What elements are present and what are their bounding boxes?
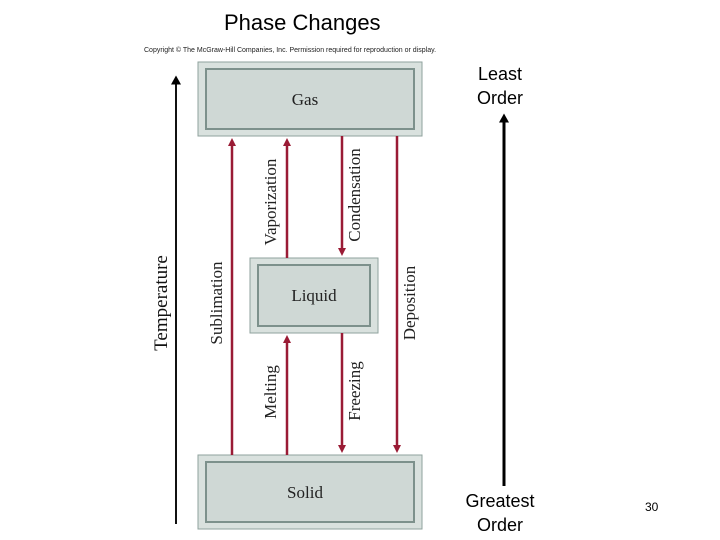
least-order-label: Least Order [460, 62, 540, 110]
greatest-order-line1: Greatest [465, 491, 535, 511]
least-order-line2: Order [476, 88, 523, 108]
temperature-axis-label: Temperature [151, 255, 172, 351]
least-order-line1: Least [477, 64, 523, 84]
sublimation-label: Sublimation [207, 261, 226, 345]
greatest-order-label: Greatest Order [452, 489, 548, 537]
slide-title: Phase Changes [224, 10, 381, 35]
melting-label: Melting [261, 365, 280, 419]
liquid-label: Liquid [291, 286, 337, 305]
solid-box: Solid [197, 454, 423, 530]
liquid-box: Liquid [249, 257, 379, 334]
gas-box: Gas [197, 61, 423, 137]
copyright-notice: Copyright © The McGraw-Hill Companies, I… [144, 47, 437, 54]
gas-label: Gas [292, 90, 318, 109]
vaporization-label: Vaporization [261, 158, 280, 245]
greatest-order-line2: Order [476, 515, 523, 535]
freezing-label: Freezing [345, 361, 364, 421]
condensation-label: Condensation [345, 148, 364, 242]
page-number: 30 [645, 500, 659, 514]
solid-label: Solid [287, 483, 323, 502]
deposition-label: Deposition [400, 265, 419, 340]
